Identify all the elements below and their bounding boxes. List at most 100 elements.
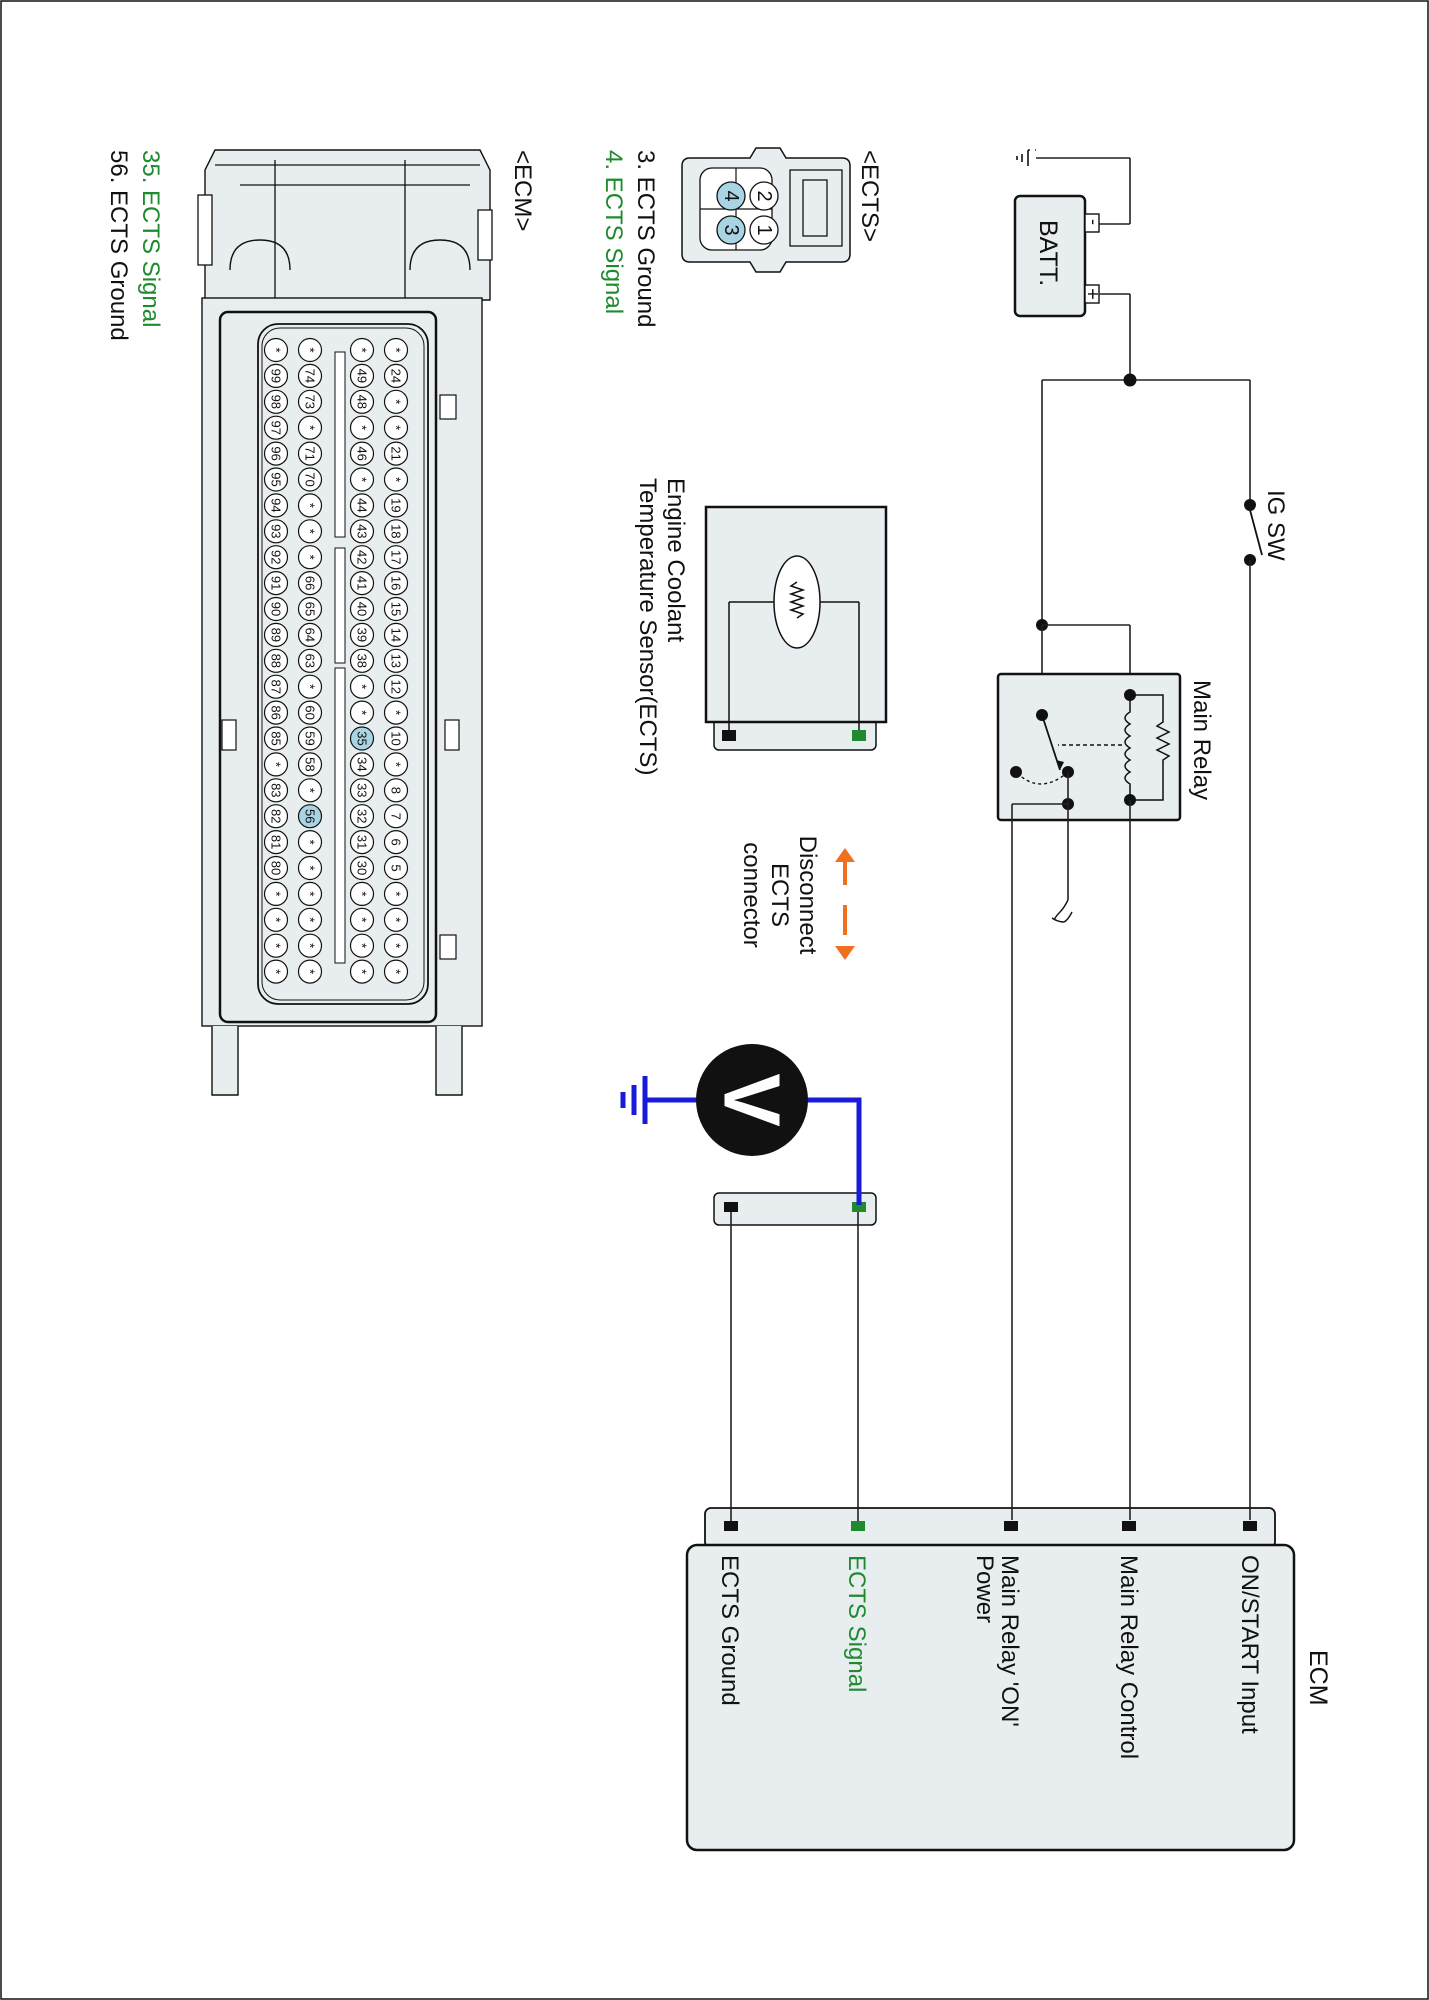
ecm-pin-label: * bbox=[303, 969, 318, 974]
ecm-pin bbox=[297, 829, 323, 855]
ecm-pin bbox=[349, 389, 375, 414]
ects-connector-view: <ECTS> 2 1 4 3 3. ECTS Ground 4. ECTS Si… bbox=[600, 147, 883, 327]
ecm-pin-label: 46 bbox=[355, 446, 370, 460]
harness-connector bbox=[713, 1192, 877, 1226]
ecm-pin-label: * bbox=[303, 788, 318, 793]
ecm-pin-label: * bbox=[303, 503, 318, 508]
ecm-pin-label: * bbox=[389, 399, 404, 404]
ecm-pin bbox=[383, 467, 409, 492]
ecm-pin-label: 91 bbox=[269, 576, 284, 590]
ecm-pin bbox=[383, 493, 409, 518]
ecm-pin bbox=[383, 752, 409, 777]
ecm-pin bbox=[263, 467, 289, 492]
ecm-pin-label: 70 bbox=[303, 472, 318, 486]
ecm-pin bbox=[383, 674, 409, 699]
ecm-pin bbox=[263, 545, 289, 570]
ecm-legend-signal: 35. ECTS Signal bbox=[137, 150, 164, 327]
ecm-pin bbox=[297, 570, 323, 596]
voltmeter-icon bbox=[696, 1044, 808, 1156]
ecm-pin-label: * bbox=[389, 347, 404, 352]
ecm-pin bbox=[263, 752, 289, 777]
ecm-pin bbox=[383, 855, 409, 881]
battery: - + BATT. bbox=[1013, 149, 1131, 318]
ecm-label-ects-ground: ECTS Ground bbox=[716, 1555, 743, 1706]
ecm-pin bbox=[263, 881, 289, 907]
ecm-pin bbox=[349, 778, 375, 803]
ecm-pin bbox=[297, 726, 323, 751]
ecm-pin bbox=[349, 493, 375, 518]
ecm-pin bbox=[349, 363, 375, 388]
ecm-pin bbox=[297, 674, 323, 699]
ecm-pin bbox=[349, 467, 375, 492]
ecm-pin bbox=[297, 700, 323, 725]
ecm-pin-label: * bbox=[355, 710, 370, 715]
battery-pos-sign: + bbox=[1081, 288, 1103, 300]
ecm-pin bbox=[297, 596, 323, 622]
ecm-pin-label: * bbox=[269, 943, 284, 948]
ecm-pin bbox=[263, 337, 289, 363]
ecm-pin bbox=[349, 622, 375, 648]
ects-legend-signal: 4. ECTS Signal bbox=[600, 150, 627, 314]
ecm-label-ects-signal: ECTS Signal bbox=[843, 1555, 870, 1692]
ecm-pin-label: 49 bbox=[355, 369, 370, 383]
ecm-pin bbox=[297, 959, 323, 984]
ecm-pin-label: * bbox=[269, 917, 284, 922]
ecm-pin-label: 86 bbox=[269, 705, 284, 719]
ecm-pin-label: * bbox=[303, 555, 318, 560]
ecm-pin-label: * bbox=[303, 347, 318, 352]
ecm-pin-main-relay-power bbox=[1004, 1521, 1018, 1531]
ecm-pin bbox=[263, 441, 289, 466]
ecm-pin bbox=[297, 622, 323, 648]
ects-sensor-label-1: Engine Coolant bbox=[662, 478, 689, 642]
ecm-pin-label: 18 bbox=[389, 524, 404, 538]
ecm-pin-label: * bbox=[355, 969, 370, 974]
ecm-pin bbox=[297, 467, 323, 492]
ecm-pin-label: 13 bbox=[389, 654, 404, 668]
ecm-pin-label: 21 bbox=[389, 446, 404, 460]
ecm-connector-view: <ECM> *24**21*1918171615141312*10*8765**… bbox=[105, 149, 536, 1096]
ecm-pin-label: * bbox=[355, 917, 370, 922]
ecm-pin-label: * bbox=[389, 969, 404, 974]
ecm-pin bbox=[263, 959, 289, 984]
ecm-pin-label: 38 bbox=[355, 654, 370, 668]
ecm-pin bbox=[297, 907, 323, 932]
ecm-pin-label: 65 bbox=[303, 602, 318, 616]
ecm-pin bbox=[297, 519, 323, 544]
ecm-pin-label: 14 bbox=[389, 628, 404, 642]
ecm-pin-label: 96 bbox=[269, 446, 284, 460]
ecm-pin bbox=[263, 804, 289, 829]
ecm-pin-label: * bbox=[303, 917, 318, 922]
ecm-pin-main-relay-control bbox=[1122, 1521, 1136, 1531]
ecm-pin bbox=[263, 519, 289, 544]
ecm-pin bbox=[263, 907, 289, 932]
ecm-pin bbox=[349, 881, 375, 907]
ecm-pin bbox=[383, 726, 409, 751]
ecm-pin-label: * bbox=[355, 347, 370, 352]
ecm-label-on-start: ON/START Input bbox=[1236, 1555, 1263, 1734]
ecm-pin-label: * bbox=[389, 710, 404, 715]
ecm-pin bbox=[349, 829, 375, 855]
ecm-pin-label: * bbox=[269, 969, 284, 974]
ecm-pin bbox=[263, 493, 289, 518]
ecm-pin bbox=[349, 804, 375, 829]
ecm-pin-label: 89 bbox=[269, 628, 284, 642]
ects-sensor: Engine Coolant Temperature Sensor(ECTS) bbox=[634, 478, 888, 775]
ecm-pin-label: * bbox=[355, 477, 370, 482]
ecm-pin bbox=[263, 778, 289, 803]
ecm-pin-label: 32 bbox=[355, 809, 370, 823]
ecm-pin-label: 31 bbox=[355, 835, 370, 849]
ecm-pin bbox=[383, 959, 409, 984]
ecm-pin-label: * bbox=[303, 425, 318, 430]
ecm-pin bbox=[349, 648, 375, 673]
ects-legend-ground: 3. ECTS Ground bbox=[632, 150, 659, 327]
ecm-pin bbox=[297, 337, 323, 363]
ecm-pin bbox=[349, 570, 375, 596]
ecm-pin bbox=[383, 363, 409, 388]
ecm-pin bbox=[383, 933, 409, 958]
ects-pin-2: 2 bbox=[753, 190, 775, 201]
ecm-pin-label: 41 bbox=[355, 576, 370, 590]
ecm-pin-label: 83 bbox=[269, 783, 284, 797]
ecm-pin bbox=[297, 855, 323, 881]
ecm-pin-label: 17 bbox=[389, 550, 404, 564]
